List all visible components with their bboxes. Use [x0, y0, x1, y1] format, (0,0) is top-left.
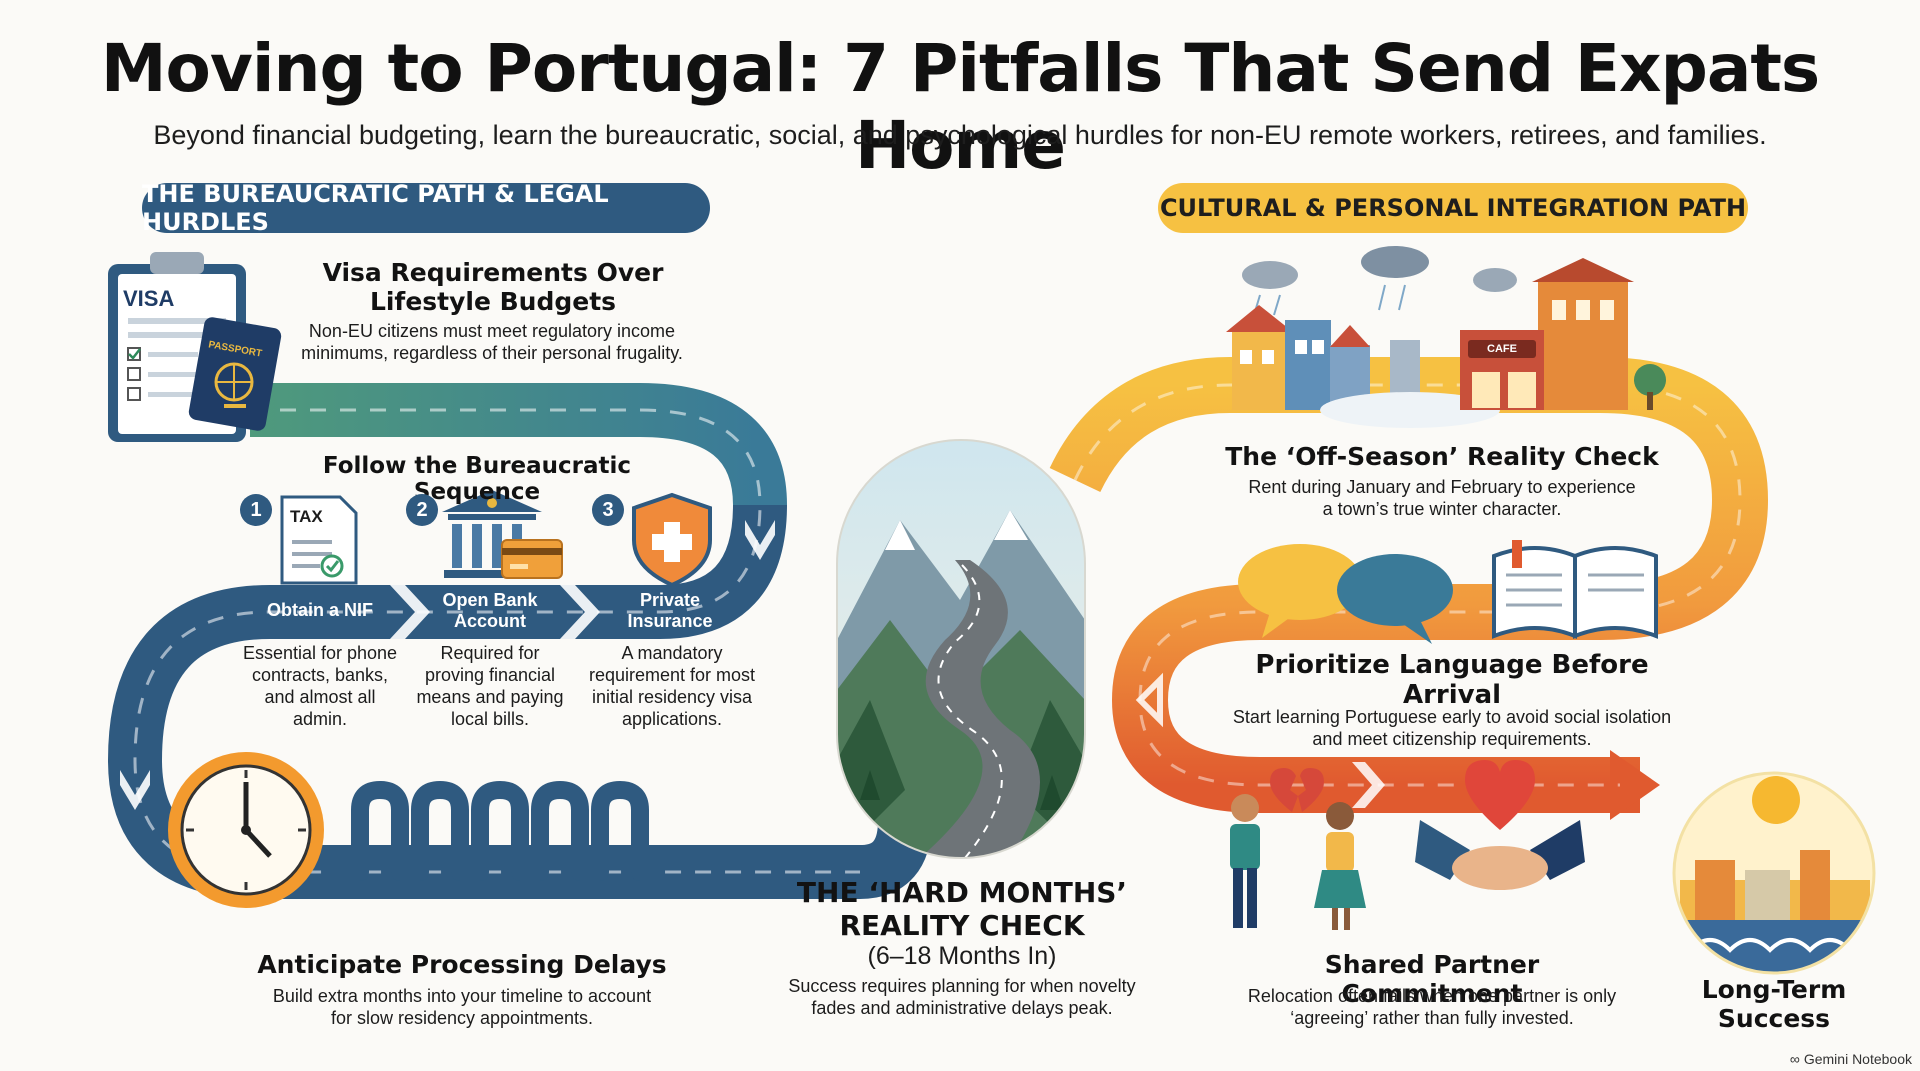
tax-document-icon [280, 495, 358, 585]
sunny-town-icon [1672, 771, 1876, 975]
processing-delay-wave [330, 781, 660, 881]
hard-months-subtitle: (6–18 Months In) [867, 942, 1057, 970]
success-title: Long-Term Success [1701, 975, 1847, 1033]
partner-title: Shared Partner Commitment [1324, 950, 1540, 1008]
clock-icon [168, 752, 324, 908]
winding-road-landscape [836, 439, 1086, 859]
winter-town-illustration [1226, 246, 1666, 428]
step-label-nif: Obtain a NIF [266, 600, 373, 620]
couple-illustration [1230, 794, 1366, 930]
language-title: Prioritize Language Before Arrival [1255, 650, 1649, 710]
credit-card-icon [501, 539, 563, 579]
sequence-title: Follow the Bureaucratic Sequence [322, 453, 632, 505]
open-book-icon [1492, 540, 1658, 639]
off-season-text: Rent during January and February to expe… [1248, 477, 1636, 519]
step-text-bank: Required for proving financial means and… [416, 643, 564, 729]
partner-text: Relocation often fails when one partner … [1247, 986, 1617, 1028]
passport-icon [188, 317, 282, 431]
page-title: Moving to Portugal: 7 Pitfalls That Send… [100, 30, 1820, 184]
hard-months-title: THE ‘HARD MONTHS’ REALITY CHECK [796, 876, 1128, 942]
cafe-sign: CAFE [1487, 343, 1517, 355]
visa-doc-label: VISA [123, 286, 175, 311]
tax-icon-label: TAX [290, 507, 323, 526]
gemini-logo-icon: ∞ [1789, 1051, 1800, 1067]
step-number-3: 3 [592, 494, 624, 526]
step-label-bank: Open Bank Account [442, 590, 538, 631]
speech-bubbles-icon [1238, 544, 1453, 644]
visa-title: Visa Requirements Over Lifestyle Budgets [322, 258, 664, 316]
step-label-insurance: Private Insurance [627, 590, 713, 631]
handshake-icon [1415, 820, 1585, 890]
broken-heart-icon [1270, 768, 1324, 812]
off-season-title: The ‘Off-Season’ Reality Check [1225, 442, 1659, 471]
step-number-2: 2 [406, 494, 438, 526]
page-subtitle: Beyond financial budgeting, learn the bu… [153, 120, 1767, 150]
bureaucratic-path-label: THE BUREAUCRATIC PATH & LEGAL HURDLES [142, 180, 710, 236]
step-number-1: 1 [240, 494, 272, 526]
hard-months-text: Success requires planning for when novel… [788, 976, 1136, 1018]
watermark: ∞ Gemini Notebook [1790, 1051, 1912, 1067]
heart-icon [1465, 760, 1535, 830]
step-text-nif: Essential for phone contracts, banks, an… [242, 643, 398, 729]
watermark-text: Gemini Notebook [1803, 1051, 1912, 1067]
visa-text: Non-EU citizens must meet regulatory inc… [301, 321, 683, 363]
integration-path-label: CULTURAL & PERSONAL INTEGRATION PATH [1158, 183, 1748, 233]
shield-icon [632, 492, 712, 588]
delays-title: Anticipate Processing Delays [257, 950, 667, 979]
step-text-insurance: A mandatory requirement for most initial… [588, 643, 756, 729]
integration-path-road [1049, 357, 1769, 820]
language-text: Start learning Portuguese early to avoid… [1232, 707, 1672, 749]
delays-text: Build extra months into your timeline to… [272, 986, 652, 1028]
